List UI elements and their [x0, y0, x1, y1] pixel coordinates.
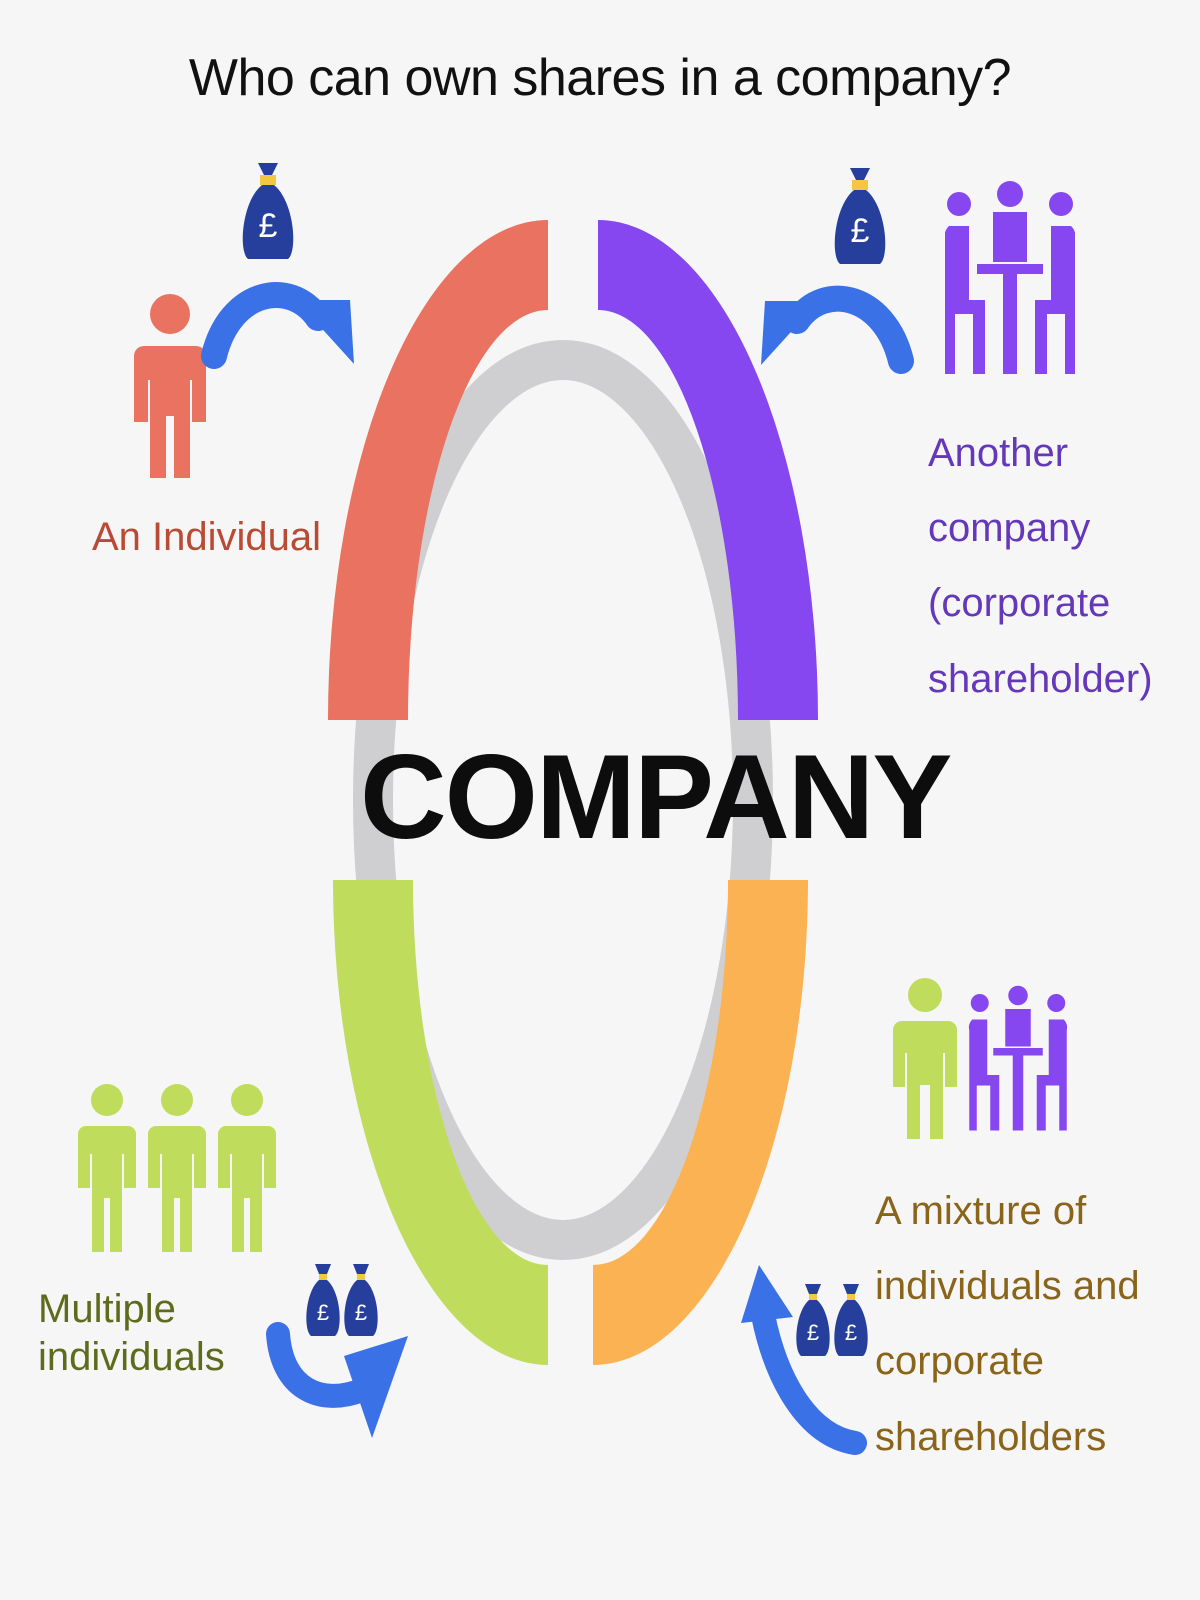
diagram-title: Who can own shares in a company? — [188, 49, 1012, 107]
meeting-table-icon — [968, 985, 1068, 1131]
curved-arrow-icon — [201, 282, 354, 369]
pound-money-bag-icon: £ £ — [306, 1264, 378, 1336]
svg-text:£: £ — [259, 207, 278, 245]
svg-text:£: £ — [851, 212, 870, 250]
label-mixture: A mixture of individuals and corporate s… — [875, 1189, 1140, 1459]
label-individual: An Individual — [92, 515, 322, 559]
curved-arrow-icon — [266, 1322, 408, 1438]
svg-text:£: £ — [355, 1300, 367, 1325]
segment-multiple — [333, 880, 548, 1365]
segment-individual — [328, 220, 548, 720]
segment-corporate — [598, 220, 818, 720]
svg-text:£: £ — [317, 1300, 329, 1325]
segment-mixture — [593, 880, 808, 1365]
label-corporate: Another company (corporate shareholder) — [928, 431, 1153, 701]
ring-track — [353, 340, 773, 1260]
curved-arrow-icon — [741, 1265, 867, 1455]
meeting-table-icon — [945, 181, 1075, 374]
svg-text:£: £ — [807, 1320, 819, 1345]
center-company-label: COMPANY — [360, 730, 952, 864]
label-multiple: Multiple individuals — [38, 1287, 225, 1379]
pound-money-bag-icon: £ — [834, 168, 886, 264]
person-icon — [134, 294, 206, 478]
group-of-people-icon — [78, 1084, 276, 1252]
svg-text:£: £ — [845, 1320, 857, 1345]
pound-money-bag-icon: £ £ — [796, 1284, 868, 1356]
curved-arrow-icon — [761, 285, 914, 374]
person-icon — [893, 978, 957, 1139]
pound-money-bag-icon: £ — [242, 163, 294, 259]
